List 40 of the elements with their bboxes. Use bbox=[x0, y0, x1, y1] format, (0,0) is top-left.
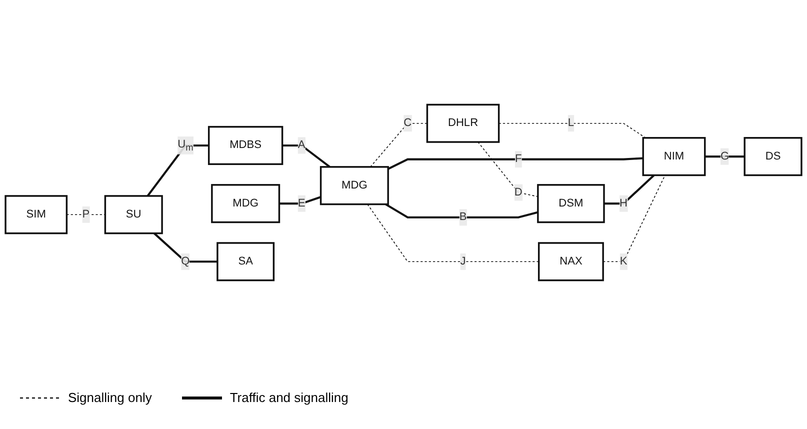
edge-label: J bbox=[460, 255, 466, 268]
edge-label: E bbox=[298, 197, 306, 210]
edge-label: A bbox=[298, 139, 306, 152]
edge-label: P bbox=[82, 208, 90, 220]
connector bbox=[367, 204, 540, 262]
node-box: DSM bbox=[537, 184, 605, 224]
connector bbox=[388, 157, 644, 170]
node-box: SA bbox=[216, 242, 275, 282]
connector bbox=[279, 196, 322, 205]
connector bbox=[602, 174, 666, 262]
edge-label: K bbox=[620, 255, 628, 268]
connector bbox=[282, 144, 330, 168]
connector bbox=[154, 232, 218, 263]
node-box: MDBS bbox=[208, 126, 284, 166]
node-box: MDG bbox=[211, 184, 280, 224]
edge-label: L bbox=[568, 117, 574, 129]
edge-label: C bbox=[404, 117, 412, 129]
connector bbox=[704, 156, 745, 158]
edge-label: Q bbox=[181, 255, 190, 268]
edge-label: G bbox=[720, 150, 730, 162]
node-box: NAX bbox=[538, 242, 604, 282]
connector bbox=[146, 144, 209, 197]
connector bbox=[604, 174, 655, 205]
edge-label: F bbox=[514, 153, 522, 165]
node-box: MDG bbox=[320, 166, 389, 206]
node-box: DHLR bbox=[426, 104, 500, 143]
node-box: DS bbox=[744, 137, 802, 176]
connector bbox=[478, 142, 538, 198]
legend-label: Traffic and signalling bbox=[230, 390, 348, 405]
connector bbox=[370, 122, 428, 168]
edge-label: U$_{m}$ bbox=[178, 138, 194, 152]
connector bbox=[385, 203, 538, 218]
connector bbox=[66, 214, 106, 216]
node-box: SU bbox=[104, 195, 163, 234]
edge-label: B bbox=[459, 211, 467, 223]
edge-label: H bbox=[620, 197, 628, 210]
legend-label: Signalling only bbox=[68, 390, 152, 405]
node-box: NIM bbox=[642, 137, 706, 176]
edge-label: D bbox=[514, 186, 522, 198]
node-box: SIM bbox=[4, 195, 68, 234]
